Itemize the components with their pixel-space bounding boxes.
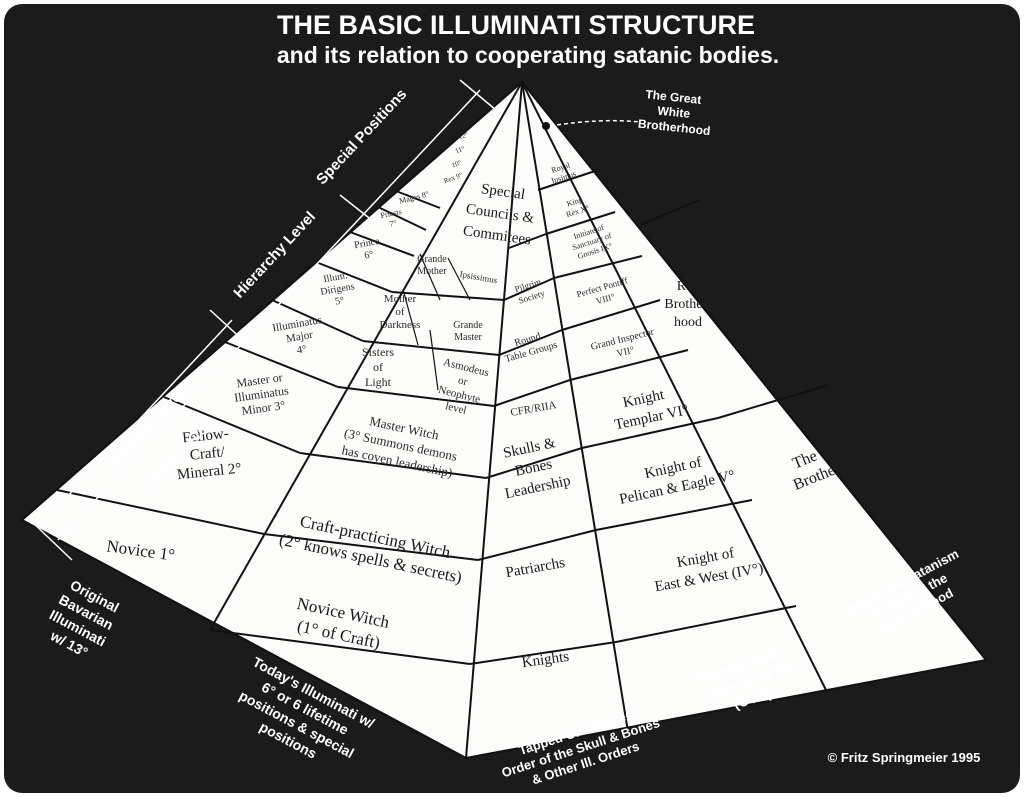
annotation-leader <box>549 119 641 127</box>
annotation-dot <box>542 122 550 130</box>
column-dividers <box>209 81 828 759</box>
cell-line: Minor 3° <box>241 398 287 418</box>
cell-line: Major <box>285 329 314 346</box>
annotation-line: The Great <box>645 87 702 107</box>
cell-line: Mineral 2° <box>176 461 242 484</box>
cell-knights: Knights <box>521 649 570 671</box>
column3-rows <box>469 233 617 665</box>
cell-sisters-of-light: Sisters of Light <box>362 345 394 389</box>
cell-line: or <box>457 374 469 388</box>
cell-line: of <box>395 306 405 318</box>
cell-mother-of-darkness: Mother of Darkness <box>380 293 421 331</box>
cell-line: Craft/ <box>189 444 226 464</box>
cell-line: 13° <box>461 116 473 127</box>
column2-rows <box>209 253 505 665</box>
cell-line: VII° <box>616 345 636 360</box>
cell-line: Special <box>480 181 526 203</box>
cell-master-illuminatus: Master or Illuminatus Minor 3° <box>233 370 289 418</box>
cell-line: Bones <box>514 456 554 479</box>
cell-line: Brother- <box>664 297 711 312</box>
cell-line: 6° <box>364 249 375 261</box>
cell-line: Grande <box>417 254 447 265</box>
column1-rows <box>56 190 441 535</box>
copyright-notice: © Fritz Springmeier 1995 <box>828 750 981 765</box>
cell-line: Illum. <box>323 270 349 285</box>
cell-line: Light <box>365 375 392 389</box>
cell-line: 12° <box>457 130 469 141</box>
cell-line: Master or <box>236 370 284 390</box>
cell-line: 10° <box>451 159 463 170</box>
annotation-line: White <box>657 104 691 121</box>
cell-line: Sisters <box>362 345 394 359</box>
cell-line: Master <box>454 332 482 343</box>
column4-rows <box>537 169 797 643</box>
cell-line: 11° <box>454 145 466 156</box>
cell-line: Mother <box>384 293 417 305</box>
cell-fellow-craft: Fellow- Craft/ Mineral 2° <box>176 426 242 484</box>
cell-line: The <box>677 261 699 276</box>
level-brackets <box>29 79 497 561</box>
cell-line: hood <box>674 315 702 330</box>
cell-prince: Prince 6° <box>353 236 381 262</box>
cell-illum-dirigens: Illum. Dirigens 5° <box>320 270 356 307</box>
cell-line: Priests <box>380 207 403 220</box>
cell-line: Mother <box>417 266 447 277</box>
cell-line: 7° <box>389 218 398 228</box>
cell-line: of <box>373 360 383 374</box>
cell-line: 5° <box>334 295 345 307</box>
cell-line: Darkness <box>380 319 421 331</box>
cell-line: level <box>444 400 468 417</box>
cell-grande-master: Grande Master <box>453 320 483 343</box>
cell-line: Red <box>677 279 700 294</box>
cell-grande-mother: Grande Mother <box>417 254 447 277</box>
cell-line: Fellow- <box>181 426 229 447</box>
cell-red-brotherhood: The Red Brother- hood <box>664 261 711 330</box>
diagram-title: THE BASIC ILLUMINATI STRUCTURE <box>277 10 755 40</box>
cell-line: 4° <box>296 343 308 357</box>
cell-line: Grande <box>453 320 483 331</box>
cell-line: Knights <box>521 649 570 671</box>
diagram-subtitle: and its relation to cooperating satanic … <box>277 42 779 68</box>
cell-line: Prince <box>353 236 381 251</box>
column5-rows <box>639 199 829 419</box>
cell-priests: Priests 7° <box>380 207 403 229</box>
